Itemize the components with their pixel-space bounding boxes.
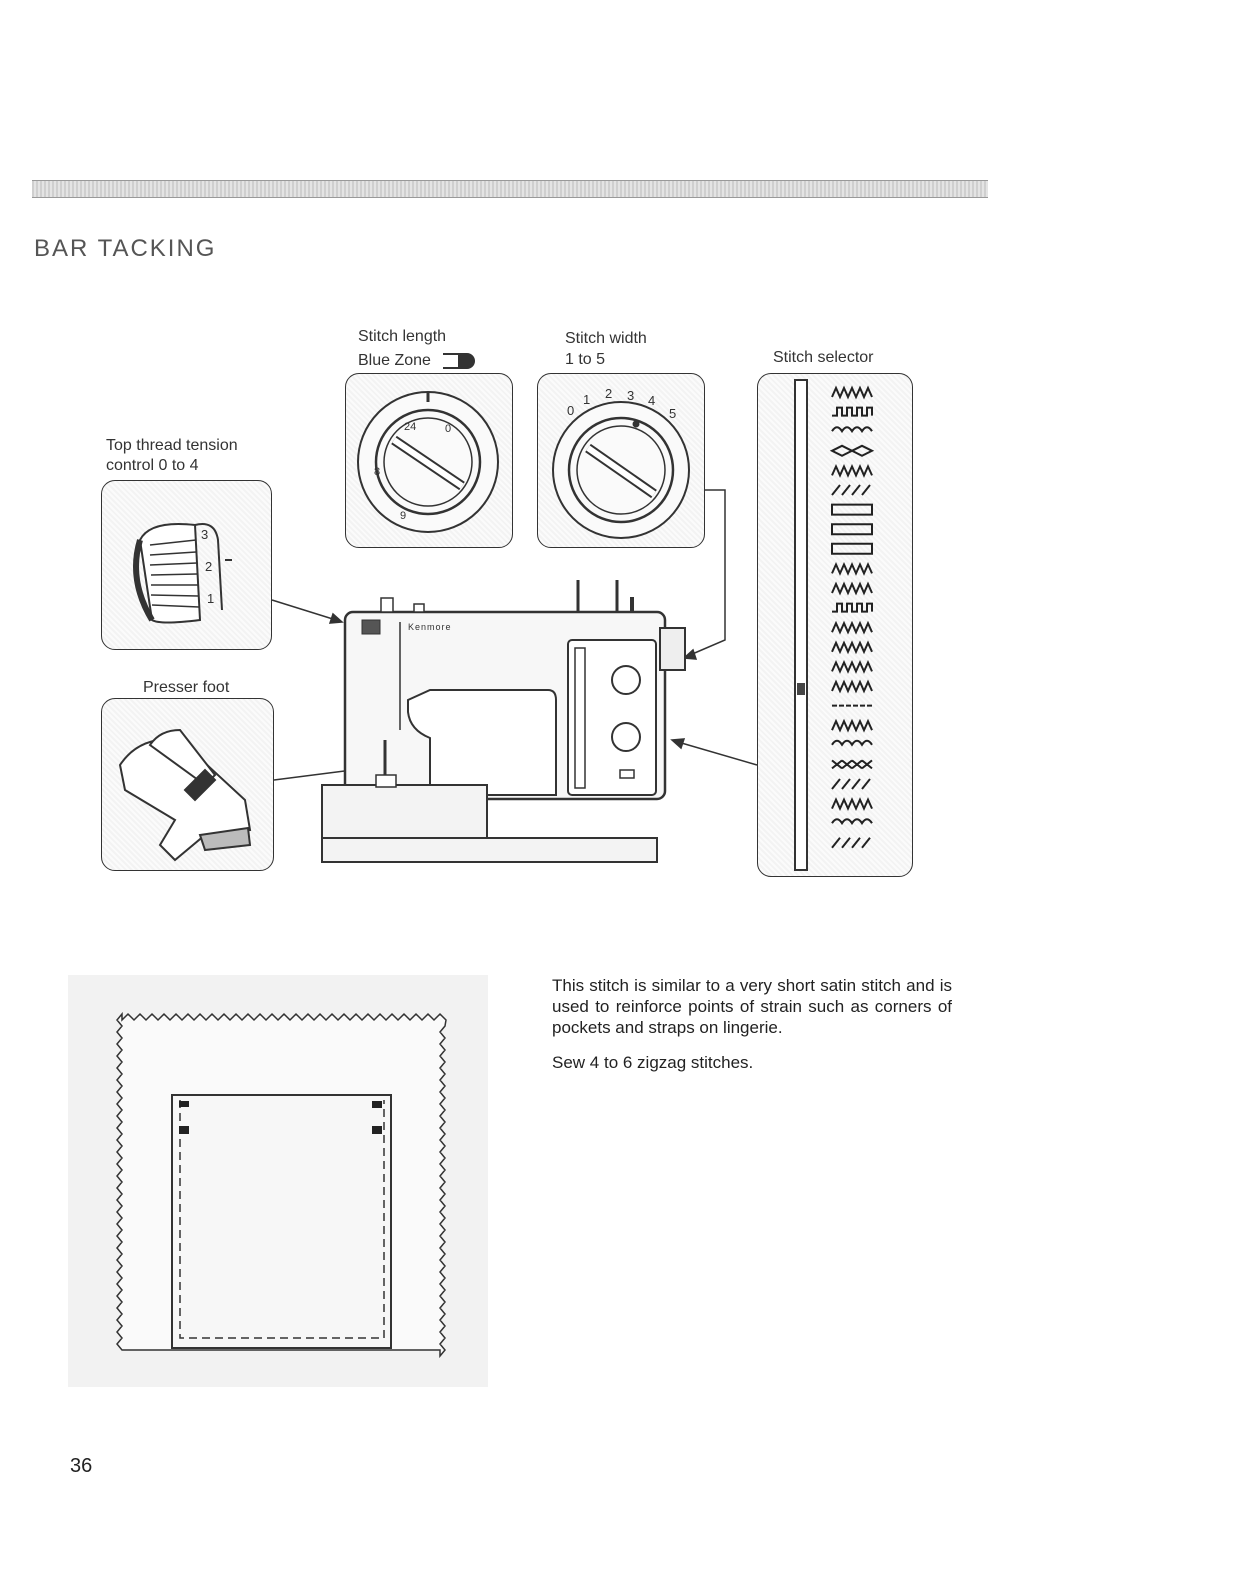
stitch-pattern-icon xyxy=(831,542,873,555)
stitch-selector-column xyxy=(794,379,808,871)
stitch-width-label: Stitch width xyxy=(565,330,647,347)
stitch-pattern-icon xyxy=(831,778,871,790)
machine-brand-logo: Kenmore xyxy=(408,622,452,632)
width-mark-0: 0 xyxy=(567,403,574,418)
width-mark-4: 4 xyxy=(648,393,655,408)
stitch-pattern-icon xyxy=(831,718,873,733)
stitch-pattern-icon xyxy=(831,523,873,536)
stitch-pattern-list xyxy=(829,385,875,849)
stitch-width-dial xyxy=(552,401,690,539)
length-mark-0: 0 xyxy=(445,423,451,435)
stitch-pattern-icon xyxy=(831,837,871,849)
bar-tack-top-left xyxy=(179,1101,189,1107)
fabric-illustration xyxy=(68,975,488,1387)
length-mark-9: 9 xyxy=(400,510,406,522)
stitch-width-range-label: 1 to 5 xyxy=(565,351,606,368)
stitch-pattern-icon xyxy=(831,620,873,635)
page-number: 36 xyxy=(70,1455,93,1477)
tension-drum xyxy=(133,523,232,624)
tension-mark-3: 3 xyxy=(201,527,208,542)
length-mark-8: 8 xyxy=(374,466,380,478)
stitch-pattern-icon xyxy=(831,640,873,655)
stitch-pattern-icon xyxy=(831,503,873,516)
stitch-pattern-icon xyxy=(832,406,873,417)
width-mark-2: 2 xyxy=(605,386,612,401)
stitch-pattern-icon xyxy=(831,797,873,812)
stitch-length-label: Stitch length xyxy=(358,328,447,345)
section-title: BAR TACKING xyxy=(34,235,217,262)
description-paragraph: This stitch is similar to a very short s… xyxy=(552,976,952,1037)
stitch-pattern-icon xyxy=(831,385,873,400)
blue-zone-icon xyxy=(443,352,476,369)
stitch-pattern-icon xyxy=(831,659,873,674)
bar-tack-lower-right xyxy=(372,1126,382,1134)
stitch-pattern-icon xyxy=(831,484,871,496)
stitch-pattern-icon xyxy=(831,739,873,747)
stitch-pattern-icon xyxy=(831,463,873,478)
width-mark-5: 5 xyxy=(669,406,676,421)
presser-foot-label: Presser foot xyxy=(143,679,230,696)
length-mark-24: 24 xyxy=(404,421,416,433)
width-mark-1: 1 xyxy=(583,392,590,407)
top-thread-range-label: control 0 to 4 xyxy=(106,457,199,474)
stitch-pattern-icon xyxy=(831,561,873,576)
stitch-selector-label: Stitch selector xyxy=(773,349,874,366)
stitch-length-zone-label: Blue Zone xyxy=(358,351,476,371)
bar-tack-top-right xyxy=(372,1101,382,1108)
stitch-length-dial xyxy=(357,391,499,533)
bar-tack-lower-left xyxy=(179,1126,189,1134)
top-thread-tension-label: Top thread tension xyxy=(106,437,238,454)
stitch-pattern-icon xyxy=(831,679,873,694)
tension-mark-1: 1 xyxy=(207,591,214,606)
stitch-pattern-icon xyxy=(831,818,873,826)
width-mark-3: 3 xyxy=(627,388,634,403)
stitch-pattern-icon xyxy=(829,444,875,457)
presser-foot-drawing xyxy=(118,728,252,862)
header-bar xyxy=(32,180,988,198)
stitch-pattern-icon xyxy=(831,581,873,596)
instruction-paragraph: Sew 4 to 6 zigzag stitches. xyxy=(552,1053,754,1072)
stitch-pattern-icon xyxy=(831,759,873,770)
tension-mark-2: 2 xyxy=(205,559,212,574)
sewing-machine xyxy=(321,580,686,863)
stitch-pattern-icon xyxy=(832,602,873,613)
stitch-pattern-icon xyxy=(831,426,873,434)
